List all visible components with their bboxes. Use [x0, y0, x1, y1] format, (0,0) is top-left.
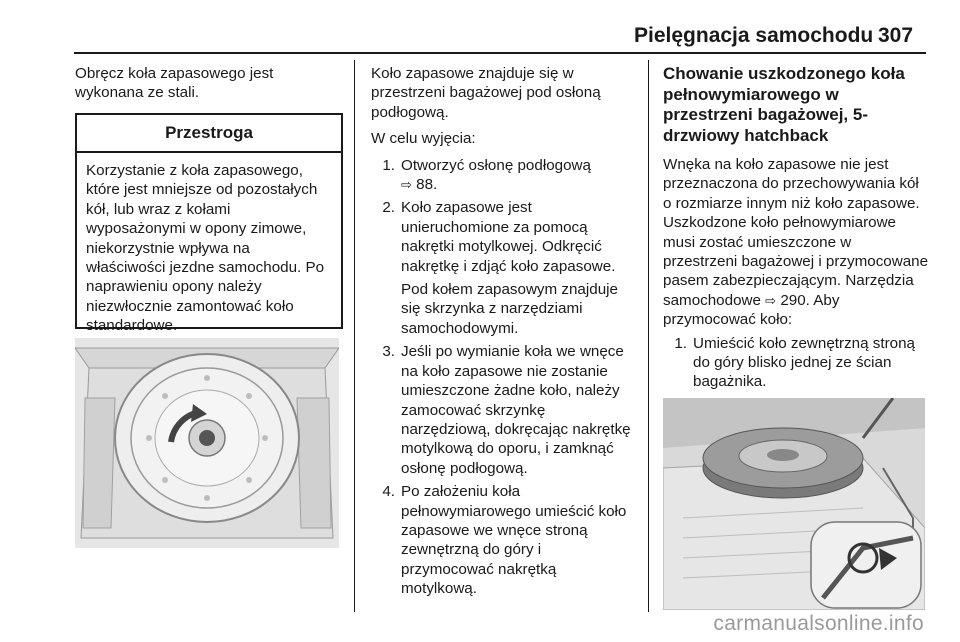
spare-wheel-drawing	[74, 338, 340, 548]
column-2: Koło zapasowe znajduje się w przestrzeni…	[371, 64, 635, 603]
step-text-body: Otworzyć osłonę podłogową	[401, 156, 591, 174]
storage-step-1: 1. Umieścić koło zewnętrzną stroną do gó…	[663, 334, 929, 392]
spare-wheel-illustration	[74, 338, 340, 548]
intro-paragraph: Obręcz koła zapasowego jest wykonana ze …	[75, 65, 274, 102]
column-3: Chowanie uszkodzonego koła pełnowymiarow…	[663, 64, 929, 396]
storage-paragraph: Wnęka na koło zapasowe nie jest przeznac…	[663, 155, 929, 330]
removal-step-2: 2. Koło zapasowe jest unieruchomione za …	[371, 198, 635, 276]
removal-step-3: 3. Jeśli po wymianie koła we wnęce na ko…	[371, 342, 635, 478]
page-ref-icon: ⇨	[765, 292, 777, 308]
column-1: Obręcz koła zapasowego jest wykonana ze …	[75, 64, 343, 103]
toolbox-note: Pod kołem zapasowym znajduje się skrzynk…	[401, 281, 618, 337]
watermark-text: carmanualsonline.info	[713, 612, 924, 635]
column-divider-left	[354, 60, 355, 612]
cargo-wheel-drawing	[662, 397, 926, 611]
page-ref-icon: ⇨	[401, 177, 412, 193]
cargo-wheel-illustration	[662, 397, 926, 611]
step-text: Po założeniu koła pełnowymiarowego umieś…	[401, 483, 627, 598]
storage-text-end: Aby przymocować koło:	[663, 291, 840, 329]
spare-location-paragraph: Koło zapasowe znajduje się w przestrzeni…	[371, 65, 601, 121]
page-number: 307	[878, 24, 914, 47]
step-number: 3.	[382, 343, 395, 361]
caution-text: Korzystanie z koła zapasowego, które jes…	[86, 162, 325, 335]
step-text: Otworzyć osłonę podłogową ⇨ 88.	[401, 156, 635, 195]
column-divider-right	[648, 60, 649, 612]
page-header-title: Pielęgnacja samochodu	[634, 24, 874, 47]
step-text: Koło zapasowe jest unieruchomione za pom…	[401, 199, 616, 275]
removal-step-4: 4. Po założeniu koła pełnowymiarowego um…	[371, 482, 635, 598]
removal-lead: W celu wyjęcia:	[371, 130, 476, 148]
step-text: Jeśli po wymianie koła we wnęce na koło …	[401, 343, 631, 477]
header-divider	[74, 52, 926, 54]
page-ref-link[interactable]: 88.	[416, 176, 438, 194]
caution-title: Przestroga	[77, 115, 341, 153]
removal-step-1: 1. Otworzyć osłonę podłogową ⇨ 88.	[371, 156, 635, 195]
storage-text: Wnęka na koło zapasowe nie jest przeznac…	[663, 156, 929, 309]
step-number: 1.	[674, 334, 687, 352]
watermark: carmanualsonline.info	[0, 612, 960, 636]
step-number: 1.	[382, 156, 395, 174]
step-text: Umieścić koło zewnętrzną stroną do góry …	[693, 334, 915, 391]
step-number: 4.	[382, 483, 395, 501]
page-ref-link[interactable]: 290.	[780, 291, 810, 309]
section-heading: Chowanie uszkodzonego koła pełnowymiarow…	[663, 64, 905, 145]
step-number: 2.	[382, 199, 395, 217]
caution-box: Przestroga Korzystanie z koła zapasowego…	[75, 113, 343, 334]
